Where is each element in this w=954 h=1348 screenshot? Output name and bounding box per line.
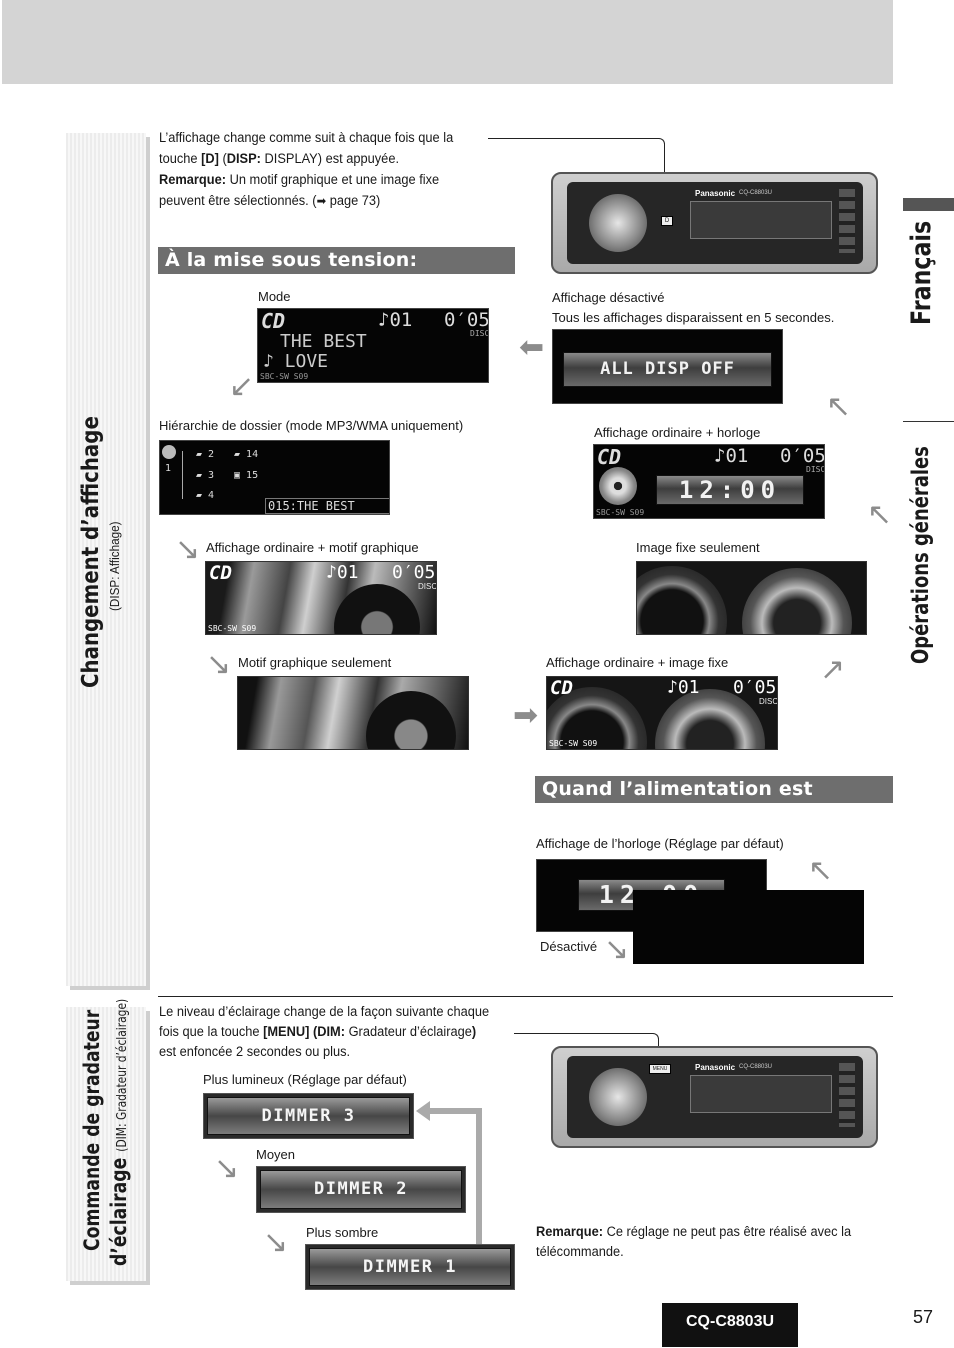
still-ordinary-display: CD ♪01 0′05 DISC SBC-SW S09 <box>546 676 778 750</box>
label-bright: Plus lumineux (Réglage par défaut) <box>203 1072 407 1087</box>
arrow-curve-icon: ↗ <box>820 652 846 687</box>
device-buttons <box>839 189 855 253</box>
lcd-off-display <box>633 890 864 964</box>
tire-graphic <box>334 584 420 634</box>
label-clock-default: Affichage de l’horloge (Réglage par défa… <box>536 836 784 851</box>
dimmer-3-text: DIMMER 3 <box>207 1097 410 1135</box>
lcd-line-2: ♪ LOVE <box>263 351 329 372</box>
folder-4: ▰ 4 <box>196 490 215 501</box>
footer-model: CQ-C8803U <box>662 1303 798 1347</box>
label-still: Affichage ordinaire + image fixe <box>546 655 729 670</box>
car-stereo-unit: Panasonic CQ-C8803U D <box>551 172 878 274</box>
return-arrow-head-icon <box>416 1101 430 1121</box>
power-on-header: À la mise sous tension: <box>158 247 515 274</box>
dimmer-1-text: DIMMER 1 <box>309 1248 511 1286</box>
label-clock: Affichage ordinaire + horloge <box>594 425 761 440</box>
page-ref-arrow-icon: ➡ <box>316 194 327 208</box>
arrow-curve-icon: ↘ <box>206 647 232 682</box>
arrow-right-icon: ➡ <box>513 698 539 733</box>
dimmer-note: Remarque: Ce réglage ne peut pas être ré… <box>536 1224 852 1259</box>
header-band <box>2 0 893 84</box>
arrow-curve-icon: ↘ <box>175 532 201 567</box>
chapter-tab: Opérations générales <box>908 446 934 664</box>
label-mode: Mode <box>258 289 291 304</box>
section1-sidebar <box>66 133 146 986</box>
intro-note-line-2: peuvent être sélectionnés. (➡ page 73) <box>159 193 381 208</box>
folder-2: ▰ 2 <box>196 449 215 460</box>
dimmer-3-display: DIMMER 3 <box>203 1093 414 1139</box>
label-graphic: Affichage ordinaire + motif graphique <box>206 540 419 555</box>
gauge-right <box>742 568 852 634</box>
lcd-clock-display: CD ♪01 0′05 DISC 12:00 SBC-SW S09 <box>593 444 825 519</box>
folder-1: 1 <box>165 463 172 474</box>
intro-text: L’affichage change comme suit à chaque f… <box>159 127 482 212</box>
intro-note: Remarque: Un motif graphique et une imag… <box>159 172 440 187</box>
tab-divider <box>903 421 954 422</box>
arrow-curve-icon: ↖ <box>867 497 893 532</box>
folder-15: ▣ 15 <box>234 470 259 481</box>
volume-knob[interactable] <box>589 194 647 252</box>
cd-disc-icon <box>599 467 637 505</box>
arrow-left-icon: ⬅ <box>519 330 545 365</box>
intro-line-2: touche [D] (DISP: DISPLAY) est appuyée. <box>159 151 400 166</box>
label-motif-only: Motif graphique seulement <box>238 655 392 670</box>
language-tab: Français <box>906 220 937 325</box>
power-off-header: Quand l’alimentation est coupée: <box>535 776 893 826</box>
still-image-display <box>636 561 867 635</box>
d-key-button[interactable]: D <box>661 216 673 226</box>
arrow-curve-icon: ↘ <box>263 1225 289 1260</box>
arrow-curve-icon: ↘ <box>604 932 630 967</box>
folder-14: ▰ 14 <box>234 449 259 460</box>
language-tab-marker <box>903 198 954 211</box>
dimmer-1-display: DIMMER 1 <box>305 1244 515 1290</box>
device-brand: Panasonic <box>695 189 736 198</box>
lcd-cd-logo: CD <box>261 309 286 333</box>
gauge-left <box>637 566 727 634</box>
label-still-only: Image fixe seulement <box>636 540 760 555</box>
label-medium: Moyen <box>256 1147 296 1162</box>
device-model: CQ-C8803U <box>739 190 773 196</box>
return-loop-arrow <box>426 1108 482 1244</box>
arrow-curve-icon: ↙ <box>229 369 255 404</box>
section1-title: Changement d’affichage <box>78 416 104 688</box>
section2-sidebar <box>66 1007 146 1281</box>
motif-graphic-display <box>237 676 469 750</box>
section2-subtitle: (DIM: Gradateur d’éclairage) <box>115 998 130 1152</box>
section2-title-line-1: Commande de gradateur <box>80 1009 104 1251</box>
menu-key-button[interactable]: MENU <box>649 1064 671 1074</box>
all-disp-off-text: ALL DISP OFF <box>563 352 772 387</box>
folder-3: ▰ 3 <box>196 470 215 481</box>
lcd-time: 0′05 <box>444 309 489 331</box>
device-display <box>690 201 832 239</box>
label-disp-off: Affichage désactivé Tous les affichages … <box>552 290 835 325</box>
volume-knob-2[interactable] <box>589 1068 647 1126</box>
lcd-line-1: THE BEST <box>280 331 367 352</box>
lcd-mode-display: CD ♪01 0′05 DISC THE BEST ♪ LOVE SBC-SW … <box>257 308 489 383</box>
intro-line-1: L’affichage change comme suit à chaque f… <box>159 130 454 145</box>
tree-line <box>182 451 183 499</box>
label-folder: Hiérarchie de dossier (mode MP3/WMA uniq… <box>159 418 464 433</box>
car-stereo-unit-2: Panasonic CQ-C8803U MENU <box>551 1046 878 1148</box>
lcd-graphic-display: CD ♪01 0′05 DISC SBC-SW S09 <box>205 561 437 635</box>
dimmer-2-display: DIMMER 2 <box>256 1166 466 1213</box>
label-dark: Plus sombre <box>306 1225 379 1240</box>
dimmer-intro: Le niveau d’éclairage change de la façon… <box>159 1004 490 1059</box>
lcd-track: ♪01 <box>378 309 413 331</box>
section2-title-line-2: d’éclairage (DIM: Gradateur d’éclairage) <box>107 998 131 1266</box>
label-off: Désactivé <box>540 939 598 954</box>
arrow-curve-icon: ↖ <box>808 853 834 888</box>
folder-name: 015:THE BEST <box>265 498 389 514</box>
section-divider <box>158 996 893 997</box>
clock-text: 12:00 <box>656 475 804 505</box>
lcd-disc: DISC <box>470 329 489 338</box>
disc-icon <box>162 445 176 459</box>
lcd-folder-display: 1 ▰ 2 ▰ 3 ▰ 4 ▰ 14 ▣ 15 015:THE BEST <box>159 440 390 515</box>
dimmer-2-text: DIMMER 2 <box>260 1170 462 1209</box>
section1-subtitle: (DISP: Affichage) <box>107 521 122 611</box>
lcd-sbc: SBC-SW S09 <box>260 372 309 381</box>
lcd-all-disp-off: ALL DISP OFF <box>552 329 783 404</box>
arrow-curve-icon: ↖ <box>826 389 852 424</box>
arrow-curve-icon: ↘ <box>214 1151 240 1186</box>
page-number: 57 <box>913 1307 934 1327</box>
